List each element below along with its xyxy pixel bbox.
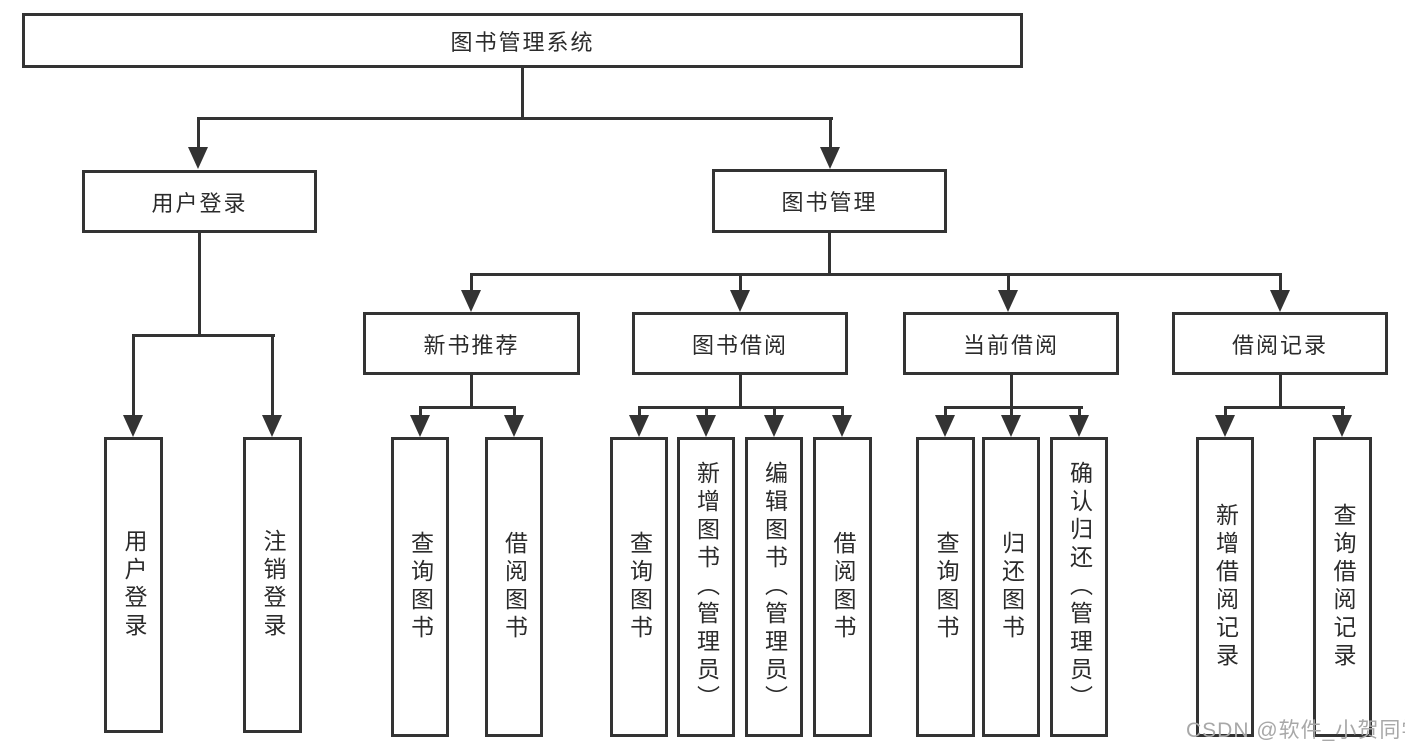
node-label: 查询图书: [626, 531, 653, 643]
leaf-query-books-borrowing: 查询图书: [610, 437, 668, 737]
arrowhead-down-icon: [629, 415, 649, 437]
connector-line: [197, 117, 833, 120]
connector-line: [828, 233, 831, 276]
node-label: 编辑图书（管理员）: [761, 461, 788, 713]
node-current-borrowing: 当前借阅: [903, 312, 1119, 375]
node-label: 借阅记录: [1231, 332, 1328, 358]
leaf-borrow-books-recommend: 借阅图书: [485, 437, 543, 737]
arrowhead-down-icon: [262, 415, 282, 437]
node-label: 查询借阅记录: [1330, 503, 1356, 671]
leaf-logout: 注销登录: [243, 437, 302, 733]
arrowhead-down-icon: [1001, 415, 1021, 437]
connector-line: [739, 375, 742, 409]
arrowhead-down-icon: [820, 147, 840, 169]
node-label: 用户登录: [121, 529, 147, 641]
connector-line: [1279, 375, 1282, 409]
connector-line: [829, 117, 832, 150]
connector-line: [638, 406, 844, 409]
connector-line: [1341, 406, 1344, 418]
node-label: 用户登录: [151, 190, 248, 216]
leaf-edit-book-admin: 编辑图书（管理员）: [745, 437, 803, 737]
connector-line: [198, 233, 201, 337]
connector-line: [470, 273, 1282, 276]
arrowhead-down-icon: [461, 290, 481, 312]
node-user-login: 用户登录: [82, 170, 317, 233]
connector-line: [1078, 406, 1081, 418]
node-label: 确认归还（管理员）: [1066, 461, 1093, 713]
node-book-management: 图书管理: [712, 169, 947, 233]
leaf-add-book-admin: 新增图书（管理员）: [677, 437, 735, 737]
node-book-borrowing: 图书借阅: [632, 312, 848, 375]
connector-line: [271, 334, 274, 418]
node-label: 图书借阅: [691, 332, 788, 358]
leaf-query-books-recommend: 查询图书: [391, 437, 449, 737]
node-new-book-recommend: 新书推荐: [363, 312, 580, 375]
connector-line: [944, 406, 947, 418]
connector-line: [1007, 273, 1010, 293]
arrowhead-down-icon: [504, 415, 524, 437]
connector-line: [419, 406, 516, 409]
connector-line: [1010, 406, 1013, 418]
arrowhead-down-icon: [410, 415, 430, 437]
connector-line: [1010, 375, 1013, 409]
leaf-add-borrow-record: 新增借阅记录: [1196, 437, 1254, 737]
connector-line: [470, 375, 473, 409]
connector-line: [197, 117, 200, 152]
arrowhead-down-icon: [123, 415, 143, 437]
node-label: 图书管理系统: [450, 29, 595, 55]
leaf-query-books-current: 查询图书: [916, 437, 975, 737]
connector-line: [132, 334, 135, 418]
connector-line: [944, 406, 1083, 409]
node-label: 查询图书: [407, 531, 434, 643]
node-label: 新书推荐: [423, 332, 520, 358]
arrowhead-down-icon: [696, 415, 716, 437]
arrowhead-down-icon: [730, 290, 750, 312]
node-borrowing-records: 借阅记录: [1172, 312, 1388, 375]
csdn-watermark: CSDN @软件_小贺同学: [1186, 719, 1405, 742]
leaf-borrow-books: 借阅图书: [813, 437, 872, 737]
leaf-confirm-return-admin: 确认归还（管理员）: [1050, 437, 1108, 737]
node-label: 借阅图书: [501, 531, 528, 643]
arrowhead-down-icon: [832, 415, 852, 437]
node-label: 查询图书: [933, 531, 959, 643]
connector-line: [521, 68, 524, 120]
node-label: 新增图书（管理员）: [693, 461, 720, 713]
node-label: 借阅图书: [830, 531, 856, 643]
leaf-return-book: 归还图书: [982, 437, 1040, 737]
arrowhead-down-icon: [188, 147, 208, 169]
arrowhead-down-icon: [935, 415, 955, 437]
node-label: 新增借阅记录: [1212, 503, 1239, 671]
connector-line: [841, 406, 844, 418]
leaf-user-login: 用户登录: [104, 437, 163, 733]
arrowhead-down-icon: [1332, 415, 1352, 437]
node-library-system: 图书管理系统: [22, 13, 1023, 68]
arrowhead-down-icon: [1270, 290, 1290, 312]
node-label: 归还图书: [998, 531, 1025, 643]
arrowhead-down-icon: [764, 415, 784, 437]
connector-line: [470, 273, 473, 293]
connector-line: [1224, 406, 1345, 409]
connector-line: [1224, 406, 1227, 418]
connector-line: [705, 406, 708, 418]
arrowhead-down-icon: [998, 290, 1018, 312]
node-label: 当前借阅: [962, 332, 1059, 358]
connector-line: [132, 334, 275, 337]
connector-line: [1279, 273, 1282, 293]
connector-line: [773, 406, 776, 418]
arrowhead-down-icon: [1069, 415, 1089, 437]
arrowhead-down-icon: [1215, 415, 1235, 437]
connector-line: [419, 406, 422, 418]
connector-line: [513, 406, 516, 418]
node-label: 注销登录: [260, 529, 286, 641]
connector-line: [638, 406, 641, 418]
leaf-query-borrow-record: 查询借阅记录: [1313, 437, 1372, 737]
connector-line: [739, 273, 742, 293]
node-label: 图书管理: [781, 190, 878, 215]
